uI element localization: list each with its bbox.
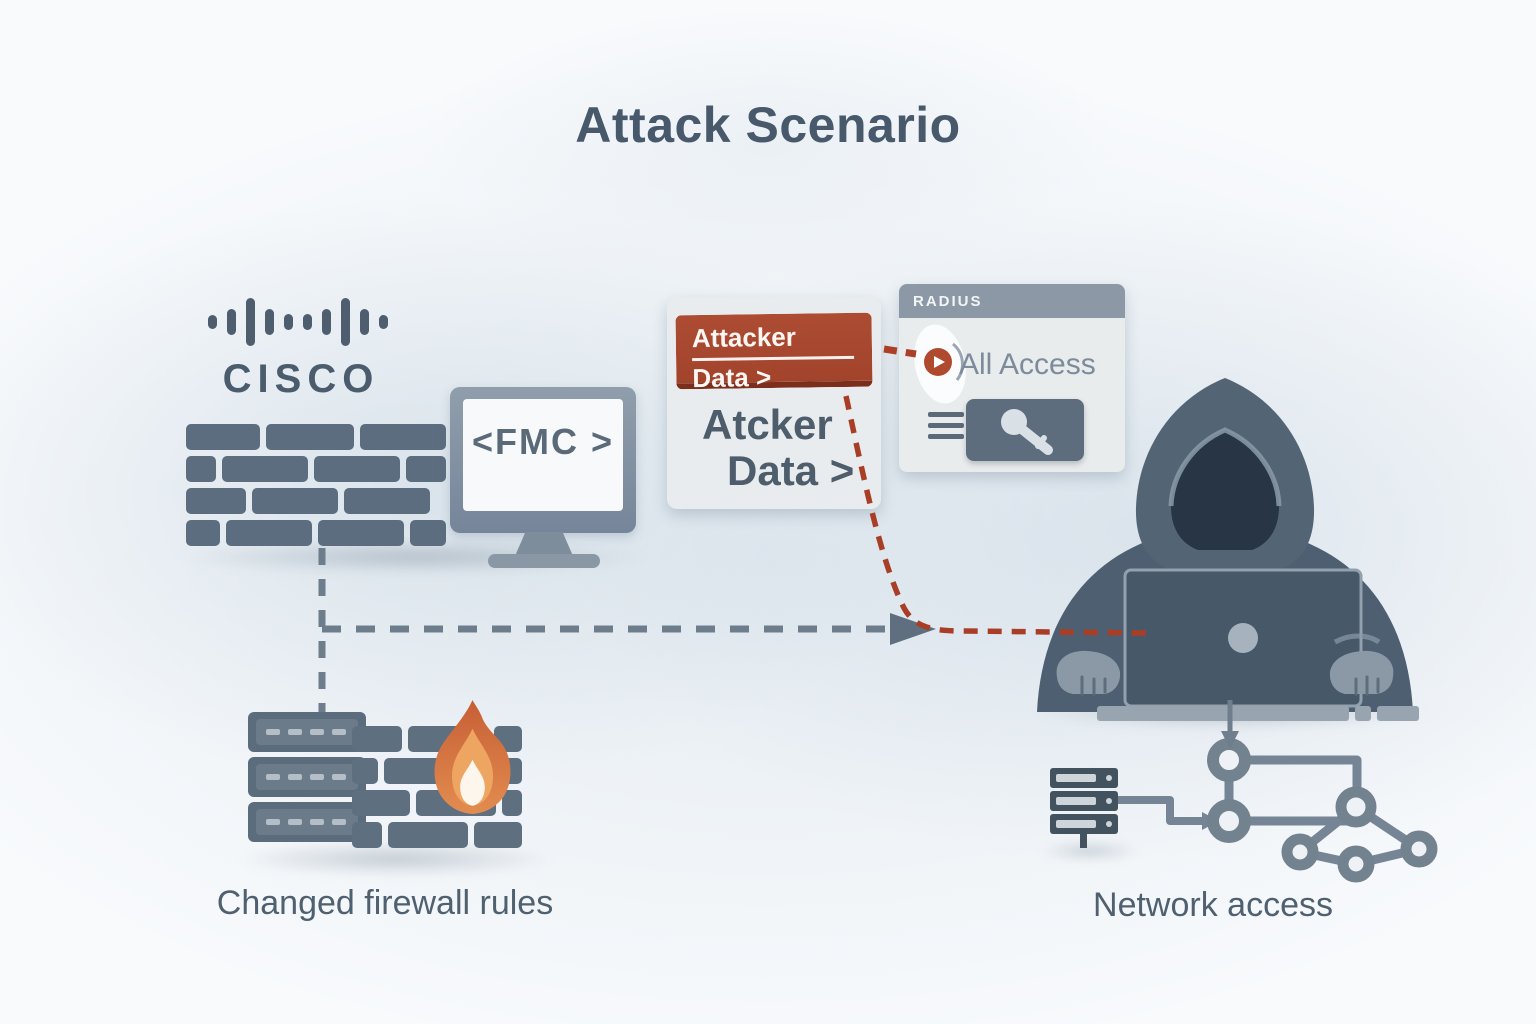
radius-window-titlebar: RADIUS <box>899 284 1125 318</box>
firewall-brick-wall-icon <box>186 424 446 546</box>
hooded-hacker-icon <box>1037 378 1419 721</box>
cisco-logo-text: CISCO <box>222 357 380 401</box>
monitor-stand <box>515 532 573 556</box>
fmc-screen-text: <FMC > <box>471 421 615 462</box>
cisco-logo: CISCO <box>206 296 396 402</box>
radius-window-title: RADIUS <box>913 292 983 310</box>
attacker-card-text-line1: Atcker <box>702 401 833 448</box>
attacker-banner-line2: Data > <box>692 362 772 394</box>
caption-network-access: Network access <box>1093 886 1333 924</box>
hamburger-menu-icon <box>928 412 964 445</box>
network-nodes-icon <box>1050 738 1438 883</box>
server-rack-icon <box>248 712 366 847</box>
page-title: Attack Scenario <box>575 97 961 153</box>
play-circle-icon <box>914 324 966 404</box>
cisco-signal-bars-icon <box>208 298 388 346</box>
monitor-base <box>488 554 600 568</box>
ground-shadow <box>1040 842 1140 860</box>
attacker-card-text-line2: Data > <box>727 447 855 494</box>
fmc-monitor-icon: <FMC > <box>450 387 636 533</box>
attacker-data-card: Attacker Data > Atcker Data > <box>667 297 881 509</box>
radius-access-text: All Access <box>959 348 1096 381</box>
attacker-banner-line1: Attacker <box>691 320 855 362</box>
fmc-monitor-screen: <FMC > <box>463 399 623 511</box>
caption-changed-firewall-rules: Changed firewall rules <box>216 884 554 922</box>
flame-icon <box>434 700 511 814</box>
arrowhead <box>890 613 936 645</box>
attacker-data-banner: Attacker Data > <box>675 312 873 393</box>
